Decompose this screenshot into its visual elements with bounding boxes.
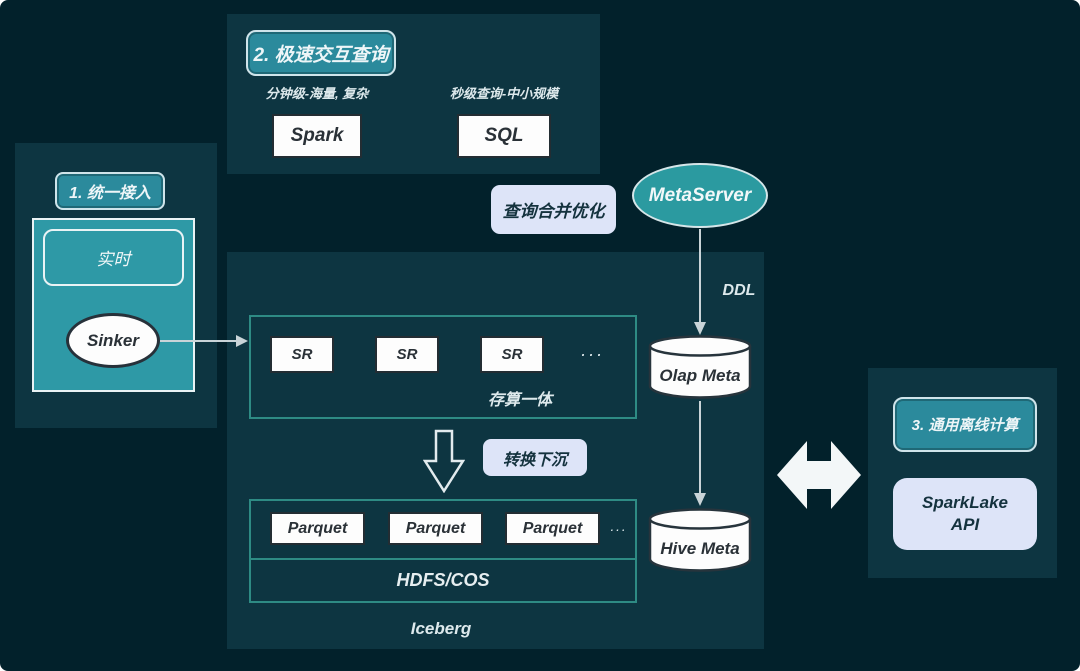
compute-storage-caption: 存算一体 xyxy=(487,392,552,409)
offline-compute-badge: 3. 通用离线计算 xyxy=(893,397,1037,452)
sparklake-api-line1: SparkLake xyxy=(922,492,1008,512)
sr-more-ellipsis: ··· xyxy=(580,344,604,364)
olap-to-hive-arrow-icon xyxy=(694,401,706,506)
transform-down-arrow-icon xyxy=(423,429,465,493)
sinker-node: Sinker xyxy=(66,313,160,368)
sql-caption: 秒级查询-中小规模 xyxy=(449,85,559,101)
sql-node: SQL xyxy=(457,114,551,158)
sr-node: SR xyxy=(375,336,439,373)
spark-node: Spark xyxy=(272,114,362,158)
ddl-label: DDL xyxy=(722,282,756,299)
unified-ingest-badge-label: 1. 统一接入 xyxy=(69,185,151,202)
spark-caption: 分钟级-海量, 复杂 xyxy=(265,85,369,101)
hdfs-layer: HDFS/COS xyxy=(249,558,637,603)
sparklake-api-line2: API xyxy=(950,515,980,534)
interactive-query-badge: 2. 极速交互查询 xyxy=(246,30,396,76)
realtime-node: 实时 xyxy=(43,229,184,286)
parquet-more-ellipsis: ··· xyxy=(609,520,627,537)
sr-cluster-container xyxy=(249,315,637,419)
sparklake-api-node: SparkLake API xyxy=(893,478,1037,550)
offline-compute-badge-label: 3. 通用离线计算 xyxy=(911,417,1019,434)
ddl-arrow-icon xyxy=(694,229,706,335)
sr-node: SR xyxy=(480,336,544,373)
parquet-node: Parquet xyxy=(388,512,483,545)
olap-meta-cylinder: Olap Meta xyxy=(647,334,753,400)
metaserver-node: MetaServer xyxy=(632,163,768,228)
hive-meta-cylinder: Hive Meta xyxy=(647,507,753,573)
transform-chip: 转换下沉 xyxy=(483,439,587,476)
cylinder-icon xyxy=(648,508,752,572)
hive-meta-label: Hive Meta xyxy=(660,539,740,558)
bidirectional-arrow-icon xyxy=(777,441,861,509)
query-merge-chip: 查询合并优化 xyxy=(491,185,616,234)
parquet-node: Parquet xyxy=(505,512,600,545)
olap-meta-label: Olap Meta xyxy=(659,366,741,385)
parquet-node: Parquet xyxy=(270,512,365,545)
unified-ingest-badge: 1. 统一接入 xyxy=(55,172,165,210)
sinker-to-lake-arrow-icon xyxy=(160,335,248,347)
iceberg-caption: Iceberg xyxy=(410,619,472,638)
sr-node: SR xyxy=(270,336,334,373)
interactive-query-badge-label: 2. 极速交互查询 xyxy=(253,44,389,66)
cylinder-icon xyxy=(648,335,752,399)
